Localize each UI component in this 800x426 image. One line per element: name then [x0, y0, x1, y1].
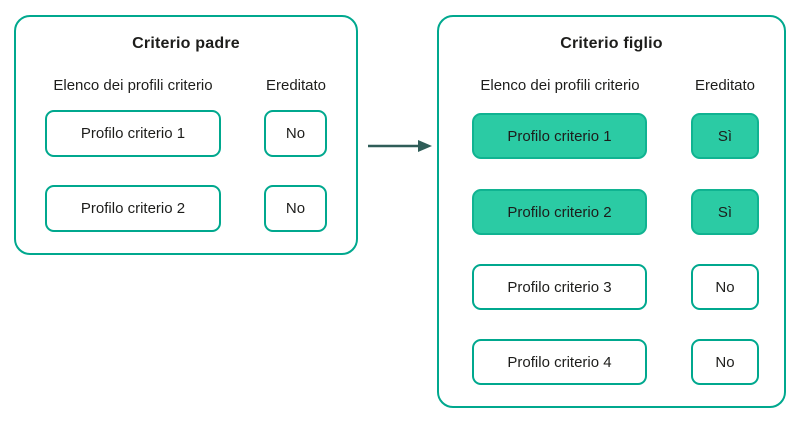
child-inherited-box-3: No	[691, 264, 759, 310]
child-profile-box-1: Profilo criterio 1	[472, 113, 647, 159]
child-profile-box-2: Profilo criterio 2	[472, 189, 647, 235]
child-inherited-box-4: No	[691, 339, 759, 385]
child-criterion-panel: Criterio figlio Elenco dei profili crite…	[437, 15, 786, 408]
parent-inherited-box-2: No	[264, 185, 327, 232]
child-profile-box-4: Profilo criterio 4	[472, 339, 647, 385]
parent-inherited-column-header: Ereditato	[265, 77, 327, 94]
child-inherited-column-header: Ereditato	[694, 77, 756, 94]
parent-criterion-panel: Criterio padre Elenco dei profili criter…	[14, 15, 358, 255]
child-profiles-column-header: Elenco dei profili criterio	[480, 77, 640, 94]
parent-profile-box-1: Profilo criterio 1	[45, 110, 221, 157]
child-profile-box-3: Profilo criterio 3	[472, 264, 647, 310]
parent-profile-box-2: Profilo criterio 2	[45, 185, 221, 232]
child-panel-title: Criterio figlio	[560, 35, 663, 52]
child-inherited-box-2: Sì	[691, 189, 759, 235]
inheritance-arrow-icon	[368, 140, 432, 152]
parent-inherited-box-1: No	[264, 110, 327, 157]
parent-panel-title: Criterio padre	[132, 35, 240, 52]
parent-profiles-column-header: Elenco dei profili criterio	[53, 77, 213, 94]
child-inherited-box-1: Sì	[691, 113, 759, 159]
